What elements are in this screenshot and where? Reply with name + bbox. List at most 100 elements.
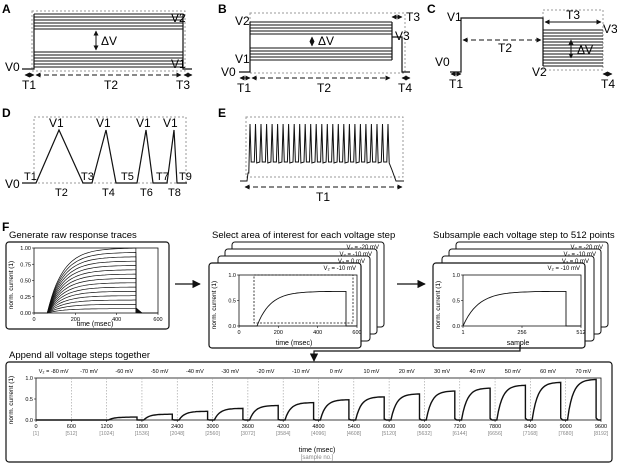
appended-xlabel-sub: [sample no.] (301, 455, 334, 461)
t-label-d-3: T3 (81, 171, 94, 183)
appended-sample-tick-label: [4096] (311, 431, 326, 437)
appended-ytick-label: 1.0 (25, 376, 33, 382)
appended-frame (5, 361, 613, 463)
holding-trace-c (450, 17, 544, 73)
raw-ytick-label: 0.00 (20, 311, 31, 317)
v2-label-b: V2 (235, 14, 250, 28)
t-label-d-9: T9 (179, 171, 192, 183)
raw-xtick-label: 600 (153, 317, 162, 323)
t4-label-b: T4 (398, 81, 412, 95)
panel-letter-e: E (218, 106, 226, 120)
select-ytick-label: 0.5 (228, 299, 236, 305)
appended-step-label: V₂ = -80 mV (39, 369, 69, 375)
t-label-d-1: T1 (24, 171, 37, 183)
sub-xtick-label: 512 (576, 330, 585, 336)
sub-xlabel: sample (507, 340, 530, 347)
panel-letter-a: A (2, 2, 11, 16)
raw-trace (34, 273, 158, 314)
appended-sample-tick-label: [512] (66, 431, 78, 437)
v2-label-a: V2 (171, 11, 186, 25)
appended-sample-tick-label: [2048] (170, 431, 185, 437)
t-label-d-4: T4 (102, 187, 115, 199)
t1-label-e: T1 (316, 190, 330, 204)
t-label-d-2: T2 (55, 187, 68, 199)
panel-letter-b: B (218, 2, 227, 16)
appended-time-tick-label: 4200 (277, 424, 289, 430)
protocol-box-e (245, 116, 404, 178)
t4-label-c: T4 (601, 77, 615, 91)
select-stack-label-2: V₂ = -10 mV (339, 252, 372, 258)
select-xtick-label: 200 (274, 330, 283, 336)
v1-label-b: V1 (235, 52, 250, 66)
appended-step-label: 30 mV (434, 369, 450, 375)
ramp-trace-d (22, 128, 187, 184)
appended-time-tick-label: 2400 (171, 424, 183, 430)
select-ytick-label: 0.0 (228, 324, 236, 330)
t2-label-b: T2 (317, 81, 331, 95)
v0-label-a: V0 (5, 60, 20, 74)
appended-sample-tick-label: [3584] (276, 431, 291, 437)
select-ytick-label: 1.0 (228, 273, 236, 279)
appended-ylabel: norm. current (1) (8, 376, 15, 424)
appended-time-tick-label: 5400 (348, 424, 360, 430)
delta-v-label-c: ΔV (577, 43, 593, 57)
holding-trace-a (22, 14, 192, 70)
raw-ytick-label: 0.25 (20, 295, 31, 301)
raw-trace (34, 282, 158, 314)
appended-step-label: 60 mV (540, 369, 556, 375)
protocol-box-a (31, 10, 186, 72)
raw-xlabel: time (msec) (77, 321, 114, 328)
step4-title: Append all voltage steps together (9, 350, 150, 361)
v0-label-c: V0 (435, 55, 450, 69)
v1-label-c: V1 (447, 10, 462, 24)
select-xlabel: time (msec) (276, 340, 313, 347)
raw-xtick-label: 0 (32, 317, 35, 323)
raw-trace (34, 269, 158, 314)
t3-label-a: T3 (176, 78, 190, 92)
raw-trace (34, 286, 158, 314)
raw-ylabel: norm. current (1) (8, 261, 15, 309)
raw-xtick-label: 400 (112, 317, 121, 323)
appended-time-tick-label: 7200 (454, 424, 466, 430)
t-label-d-5: T5 (121, 171, 134, 183)
appended-ytick-label: 0.5 (25, 397, 33, 403)
appended-step-label: 20 mV (399, 369, 415, 375)
appended-sample-tick-label: [6144] (453, 431, 468, 437)
v3-label-b: V3 (395, 29, 410, 43)
sub-stack-card-1 (432, 262, 586, 349)
appended-step-label: -60 mV (115, 369, 133, 375)
sub-xtick-label: 256 (517, 330, 526, 336)
t2-label-a: T2 (104, 78, 118, 92)
appended-sample-tick-label: [2560] (205, 431, 220, 437)
sub-stack-label-3: V₂ = 0 mV (562, 259, 589, 265)
arrow-step3-to-step4 (309, 345, 521, 362)
raw-ytick-label: 0.75 (20, 262, 31, 268)
select-xtick-label: 400 (313, 330, 322, 336)
voltage-step-lines-a (34, 13, 183, 68)
appended-step-label: -70 mV (80, 369, 98, 375)
raw-trace (34, 304, 158, 314)
panel-a: A ΔV V0 V1 V2 T1 T2 T3 (2, 2, 193, 92)
sub-ylabel: norm. current (1) (435, 281, 442, 329)
appended-time-tick-label: 6000 (383, 424, 395, 430)
select-stack-label-3: V₂ = 0 mV (338, 259, 365, 265)
select-stack-label-4: V₂ = -10 mV (323, 266, 356, 272)
panel-letter-f: F (2, 220, 9, 234)
t1-label-b: T1 (237, 81, 251, 95)
v1-label-d-3: V1 (136, 116, 151, 130)
v0-label-b: V0 (221, 65, 236, 79)
appended-sample-tick-label: [6656] (488, 431, 503, 437)
appended-sample-tick-label: [4608] (347, 431, 362, 437)
delta-v-label-b: ΔV (318, 34, 334, 48)
sub-stack-label-1: V₂ = -20 mV (570, 245, 603, 251)
v0-label-d: V0 (5, 177, 20, 191)
panel-letter-c: C (427, 2, 436, 16)
t-label-d-7: T7 (156, 171, 169, 183)
t-label-d-8: T8 (168, 187, 181, 199)
select-area-panel: V₂ = -20 mV V₂ = -10 mV V₂ = 0 mV V₂ = -… (208, 241, 385, 349)
raw-trace (34, 291, 158, 314)
raw-trace (34, 265, 158, 314)
sub-ytick-label: 0.0 (452, 324, 460, 330)
holding-trace-b (239, 22, 410, 73)
